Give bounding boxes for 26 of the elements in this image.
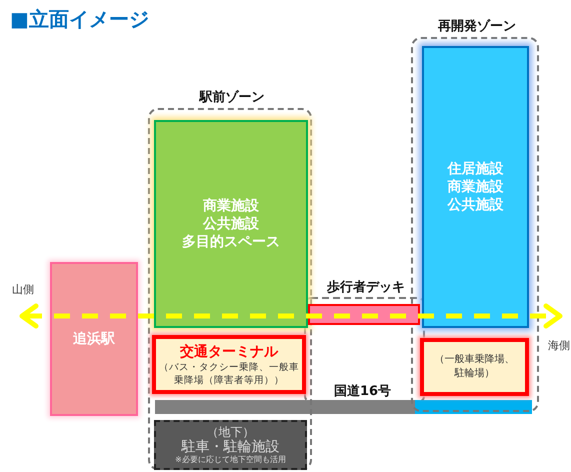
building-block	[154, 120, 308, 328]
node-text: 商業施設	[448, 178, 504, 196]
node-text: ※必要に応じて地下空間も活用	[175, 455, 286, 465]
building-block	[422, 46, 529, 328]
node-text: 公共施設	[448, 196, 504, 214]
node-text: 多目的スペース	[182, 233, 280, 251]
node-text: 駐車・駐輪施設	[182, 439, 280, 455]
zone-heading: 再開発ゾーン	[437, 18, 517, 35]
terminal-block	[152, 335, 306, 394]
node-text: （一般車乗降場、駐輪場）	[434, 353, 516, 381]
node-text: （バス・タクシー乗降、一般車乗降場（障害者等用））	[158, 360, 300, 386]
node-text: 住居施設	[448, 160, 504, 178]
node-text: 追浜駅	[73, 330, 115, 348]
zone-heading: 駅前ゾーン	[198, 89, 266, 106]
diagram-title: ■立面イメージ	[10, 6, 149, 33]
node-text: （地下）	[206, 425, 254, 439]
side-label: 海側	[548, 338, 570, 353]
node-text: 交通ターミナル	[180, 342, 278, 360]
node-text: 商業施設	[203, 197, 259, 215]
parking-block	[420, 338, 529, 396]
zone-heading: 歩行者デッキ	[326, 279, 406, 296]
underground-block	[154, 420, 307, 470]
station-block	[50, 262, 138, 416]
node-text: 公共施設	[203, 215, 259, 233]
road-label: 国道16号	[334, 383, 392, 400]
side-label: 山側	[12, 282, 34, 297]
